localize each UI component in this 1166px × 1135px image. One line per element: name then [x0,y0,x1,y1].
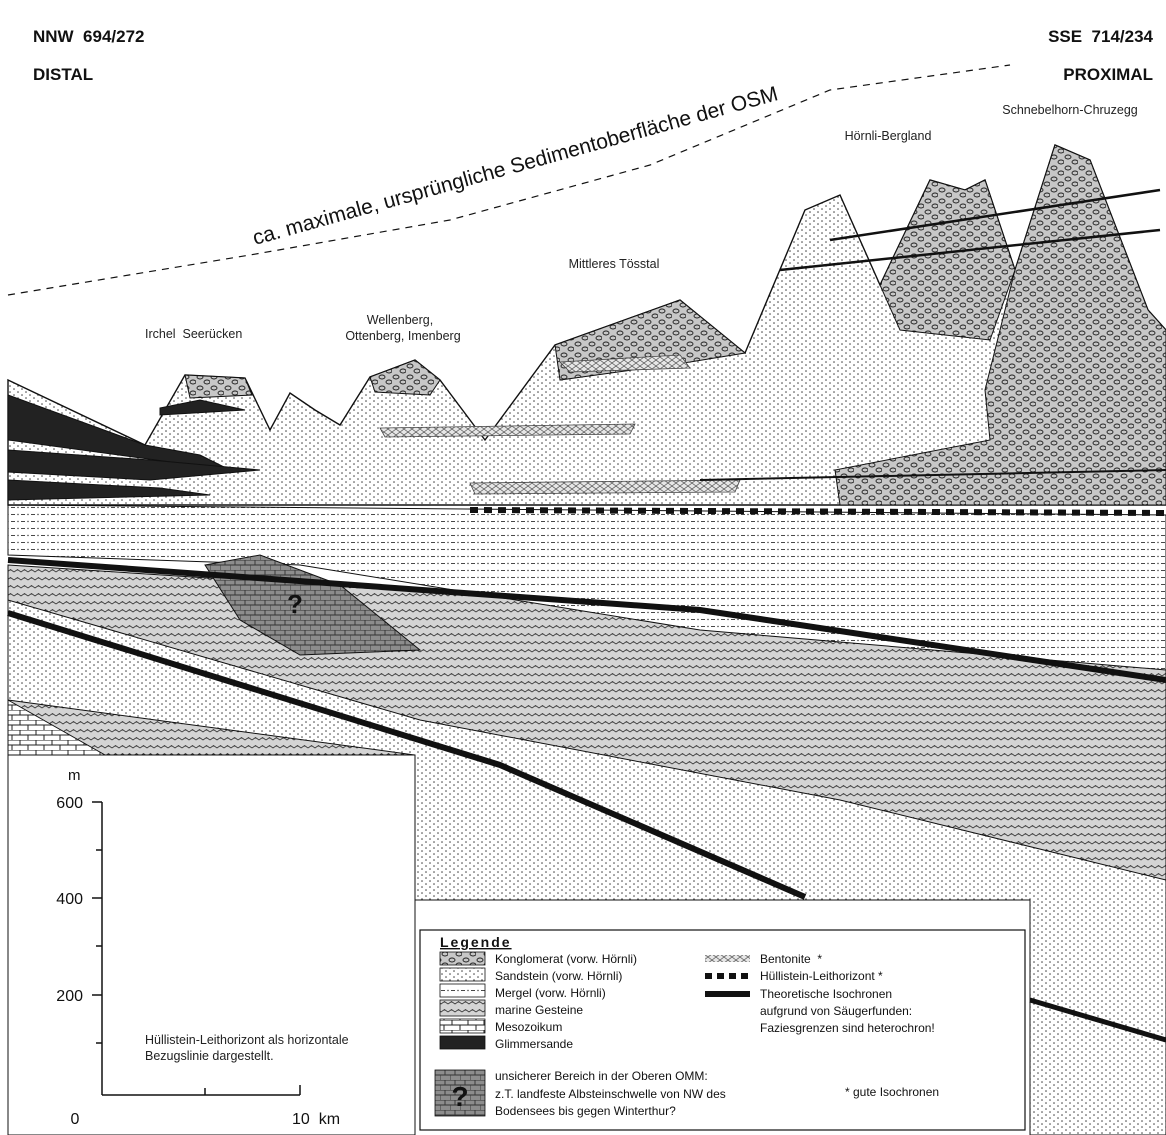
legend-swatch-konglomerat [439,951,486,966]
huellistein-leithorizont-line [469,507,1166,516]
scale-tick-400: 400 [56,891,83,908]
conglomerate-lens-irchel [184,374,253,399]
isochrone-line-3 [699,469,1166,481]
glimmersande-lens-ridge [159,399,246,416]
legend-swatch-marine [439,999,486,1017]
left-side-label: DISTAL [33,65,93,84]
scale-note-line2: Bezugslinie dargestellt. [145,1049,274,1063]
legend-isochrone-1: Theoretische Isochronen [760,987,892,1001]
conglomerate-fan-main [834,144,1166,506]
isochrone-line-5 [779,228,1161,272]
legend-swatch-mergel [439,983,486,998]
legend-swatch-sandstein [439,967,486,982]
region-irchel: Irchel Seerücken [145,327,242,341]
scale-tick-600: 600 [56,795,83,812]
scale-note-line1: Hüllistein-Leithorizont als horizontale [145,1033,349,1047]
region-wellenberg-line1: Wellenberg, [367,313,433,327]
left-coordinate: NNW 694/272 [33,27,145,46]
conglomerate-lens-wellenberg [369,359,441,396]
glimmersande-wedge-1 [7,394,231,471]
region-wellenberg-line2: Ottenberg, Imenberg [345,329,460,343]
legend-swatch-glimmersande [439,1035,486,1050]
legend-swatch-uncertain [434,1069,486,1117]
isochrone-line-4 [829,188,1161,242]
legend-mergel: Mergel (vorw. Hörnli) [495,986,606,1000]
legend-title: Legende [440,934,512,950]
bentonite-lens-1 [559,354,691,373]
legend-konglomerat: Konglomerat (vorw. Hörnli) [495,952,637,966]
bentonite-lens-3 [469,479,741,495]
legend-uncertain-line3: Bodensees bis gegen Winterthur? [495,1104,676,1118]
legend-uncertain-line1: unsicherer Bereich in der Oberen OMM: [495,1069,708,1083]
scale-tick-0: 0 [71,1111,80,1128]
region-hoernli: Hörnli-Bergland [845,129,932,143]
conglomerate-fan-hoernli [879,179,1016,341]
sediment-surface-label: ca. maximale, ursprüngliche Sedimentober… [250,82,780,250]
bentonite-lens-2 [379,423,636,438]
legend-bentonite: Bentonite * [760,952,822,966]
legend-panel [419,929,1026,1131]
isochrone-line-6 [1029,997,1166,1043]
legend-marine: marine Gesteine [495,1003,583,1017]
legend-uncertain-question-mark: ? [451,1081,468,1112]
scale-km-label: 10 km [292,1111,340,1128]
scale-ticks [92,801,301,1095]
legend-good-isochrones: * gute Isochronen [845,1085,939,1099]
right-coordinate: SSE 714/234 [1048,27,1153,46]
question-mark: ? [287,589,303,619]
glimmersande-wedge-3 [7,479,211,501]
legend-swatch-bentonite [705,955,750,962]
legend-swatch-mesozoikum [439,1018,486,1034]
scale-tick-200: 200 [56,988,83,1005]
legend-uncertain-line2: z.T. landfeste Albsteinschwelle von NW d… [495,1087,726,1101]
isochrone-line-1 [7,557,1166,683]
legend-huellistein: Hüllistein-Leithorizont * [760,969,883,983]
region-schnebelhorn: Schnebelhorn-Chruzegg [1002,103,1138,117]
legend-mesozoikum: Mesozoikum [495,1020,562,1034]
legend-glimmersande: Glimmersande [495,1037,573,1051]
scale-unit: m [68,767,81,784]
original-sediment-surface-line [7,64,1011,296]
glimmersande-wedge-2 [7,449,261,481]
legend-isochrone-3: Faziesgrenzen sind heterochron! [760,1021,935,1035]
legend-sandstein: Sandstein (vorw. Hörnli) [495,969,622,983]
mergel-middle-band [7,504,1166,671]
legend-isochrone-2: aufgrund von Säugerfunden: [760,1004,912,1018]
scale-panel [7,754,416,1135]
right-side-label: PROXIMAL [1063,65,1153,84]
region-toesstal: Mittleres Tösstal [569,257,660,271]
isochrone-line-2 [7,610,807,900]
